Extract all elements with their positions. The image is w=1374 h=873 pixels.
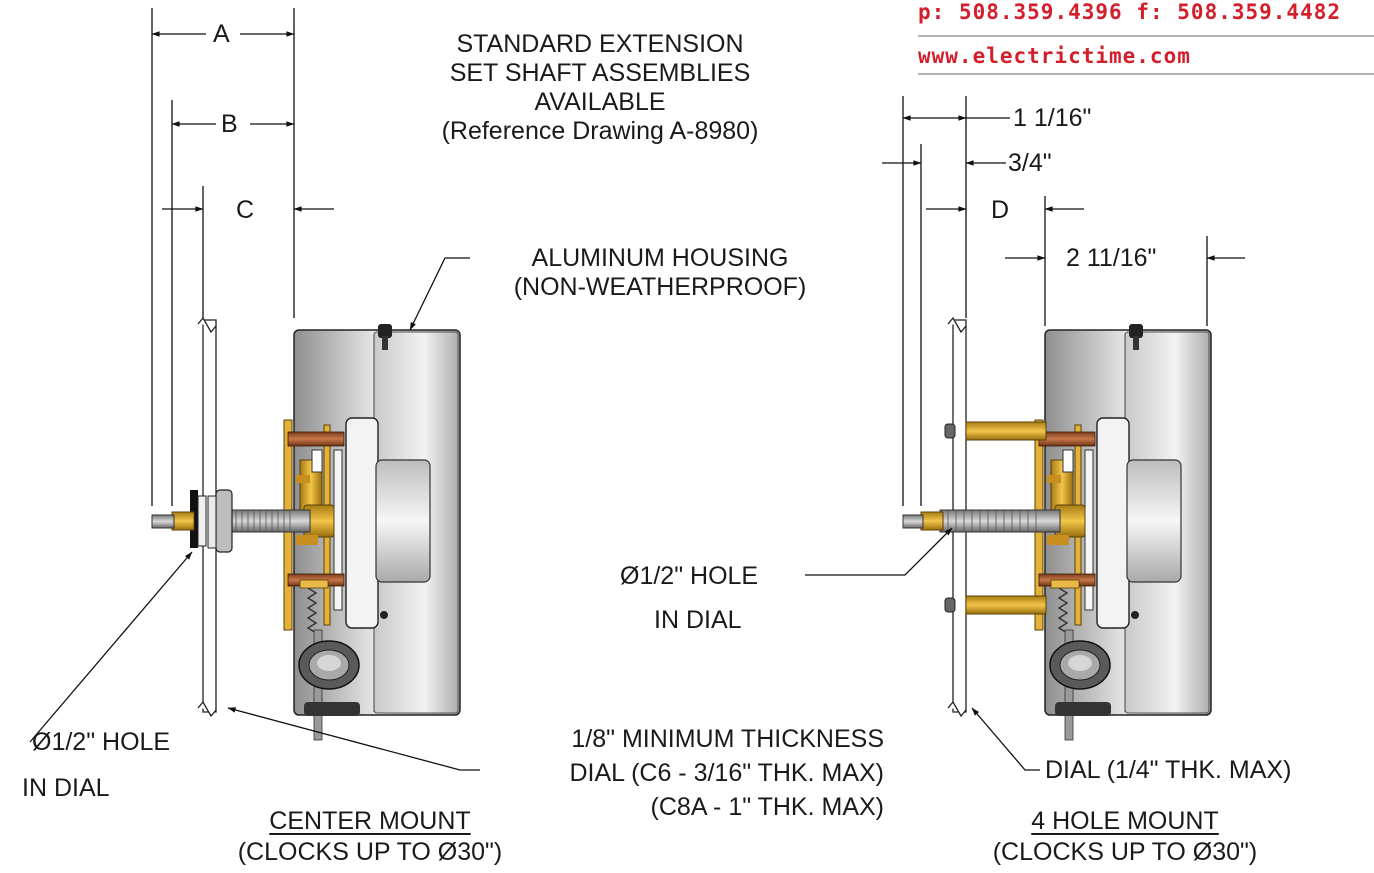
extension-note-line1: STANDARD EXTENSION [456, 30, 744, 58]
four-hole-note-line1: Ø1/2" HOLE [620, 562, 759, 590]
center-mount-caption: CENTER MOUNT (CLOCKS UP TO Ø30") [180, 806, 560, 868]
thickness-note-line1: 1/8" MINIMUM THICKNESS [571, 725, 884, 753]
four-hole-mount-title: 4 HOLE MOUNT [1031, 807, 1219, 835]
contact-phone-fax: p: 508.359.4396 f: 508.359.4482 [918, 0, 1341, 24]
thickness-note-line3: (C8A - 1" THK. MAX) [650, 793, 884, 821]
housing-note-line1: ALUMINUM HOUSING [531, 244, 789, 272]
center-hole-note-line2: IN DIAL [22, 774, 110, 802]
dimension-d: D [991, 196, 1010, 224]
center-mount-view [29, 8, 480, 771]
extension-note-line4: (Reference Drawing A-8980) [441, 117, 759, 145]
extension-note-line3: AVAILABLE [534, 88, 666, 116]
phone-number: 508.359.4396 [958, 0, 1123, 24]
four-hole-mount-caption: 4 HOLE MOUNT (CLOCKS UP TO Ø30") [935, 806, 1315, 868]
dial-thickness-note: DIAL (1/4" THK. MAX) [1045, 756, 1292, 784]
center-mount-title: CENTER MOUNT [269, 807, 471, 835]
housing-note: ALUMINUM HOUSING (NON-WEATHERPROOF) [470, 244, 850, 302]
dimension-a: A [213, 20, 230, 48]
four-hole-mount-subtitle: (CLOCKS UP TO Ø30") [992, 838, 1258, 866]
center-mount-subtitle: (CLOCKS UP TO Ø30") [237, 838, 503, 866]
fax-number: 508.359.4482 [1177, 0, 1341, 24]
fax-prefix: f: [1136, 0, 1164, 24]
extension-note: STANDARD EXTENSION SET SHAFT ASSEMBLIES … [380, 30, 820, 146]
phone-prefix: p: [918, 0, 946, 24]
four-hole-note-line2: IN DIAL [654, 606, 742, 634]
thickness-note-line2: DIAL (C6 - 3/16" THK. MAX) [569, 759, 884, 787]
dimension-b: B [221, 110, 238, 138]
thickness-note: 1/8" MINIMUM THICKNESS DIAL (C6 - 3/16" … [440, 722, 884, 824]
housing-note-line2: (NON-WEATHERPROOF) [513, 273, 807, 301]
center-hole-note-line1: Ø1/2" HOLE [32, 728, 171, 756]
dimension-c: C [236, 196, 255, 224]
four-hole-mount-view [805, 96, 1245, 771]
extension-note-line2: SET SHAFT ASSEMBLIES [449, 59, 751, 87]
dimension-3-4: 3/4" [1008, 149, 1052, 177]
website-link[interactable]: www.electrictime.com [918, 44, 1191, 68]
dimension-1-1-16: 1 1/16" [1013, 104, 1092, 132]
dimension-2-11-16: 2 11/16" [1066, 244, 1157, 272]
